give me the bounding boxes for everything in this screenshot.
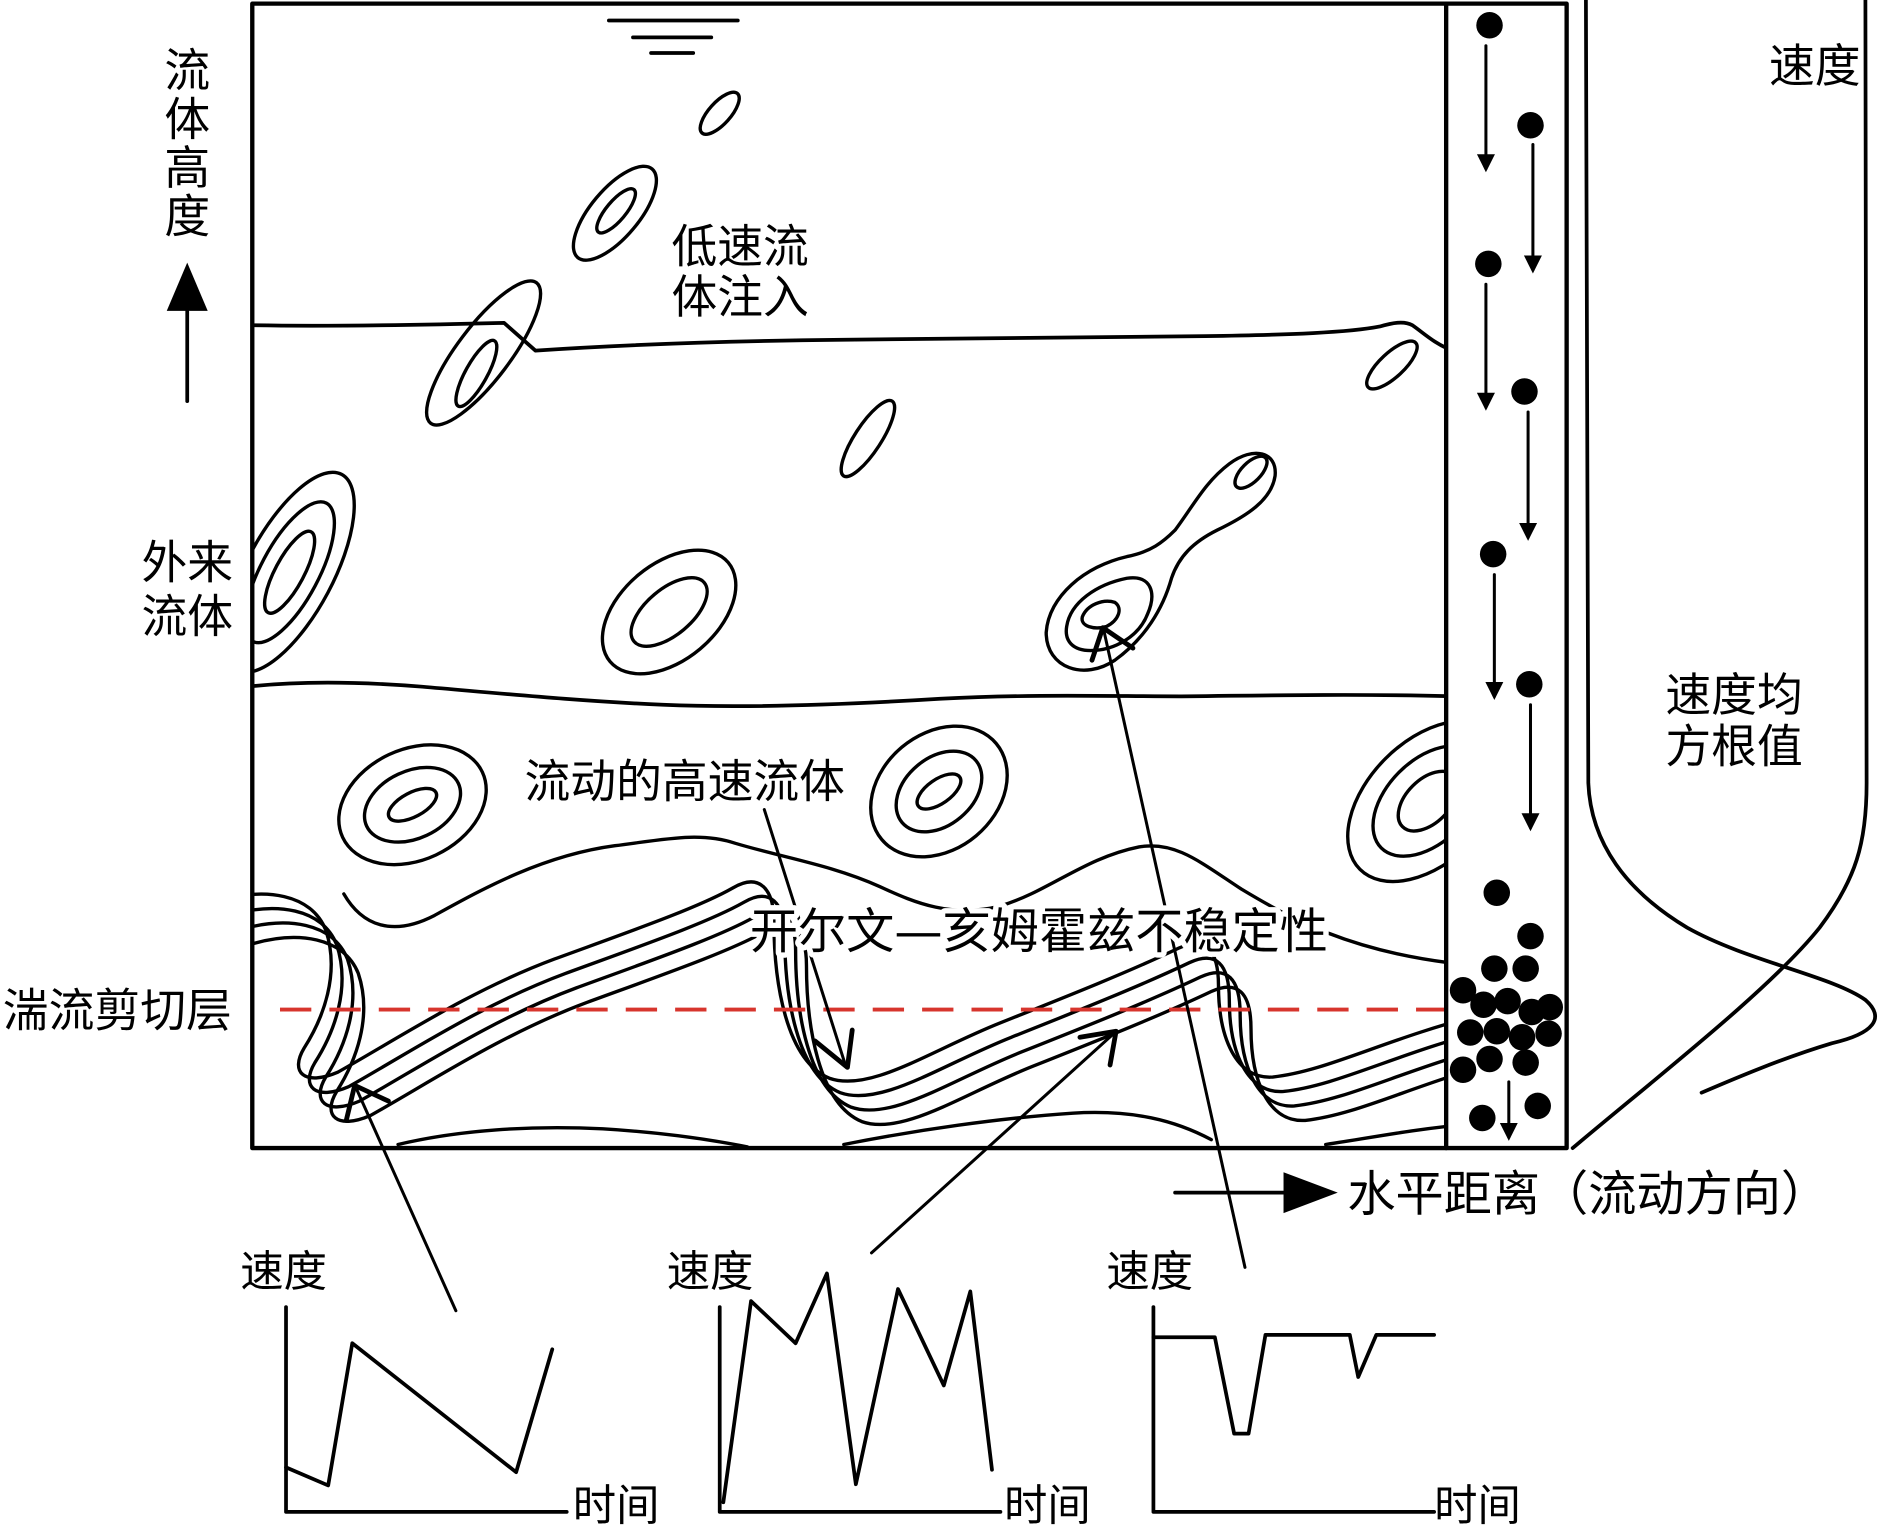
velocity-profile-curve bbox=[1570, 0, 1869, 1150]
time-series-trace bbox=[1151, 1332, 1436, 1436]
eddy-contour-inner bbox=[454, 338, 499, 409]
time-series-y-label: 速度 bbox=[240, 1248, 327, 1298]
eddy-contour bbox=[424, 279, 543, 427]
rms-velocity-profile-curve bbox=[1584, 0, 1877, 1095]
kh-wave-layers bbox=[252, 835, 1447, 1149]
low-speed-injection-label-line1: 低速流 bbox=[672, 221, 809, 274]
flow-field bbox=[252, 18, 1447, 1149]
leader-line-upper-eddy bbox=[1089, 625, 1247, 1269]
kh-instability-label: 开尔文—亥姆霍兹不稳定性 bbox=[750, 904, 1328, 960]
bottom-flow-line bbox=[1324, 1124, 1447, 1147]
high-speed-eddy-left bbox=[337, 743, 488, 867]
falling-particle bbox=[1476, 12, 1503, 173]
time-series-axes bbox=[1151, 1305, 1436, 1514]
eddy-contour bbox=[698, 90, 741, 136]
eddy-contour-inner bbox=[595, 187, 638, 235]
bottom-flow-line bbox=[842, 1110, 1213, 1147]
time-series-trace bbox=[284, 1341, 555, 1488]
water-level-icon bbox=[607, 18, 740, 55]
falling-particle bbox=[1516, 671, 1543, 832]
eddy-contour bbox=[839, 398, 897, 479]
time-series-y-label: 速度 bbox=[1106, 1248, 1193, 1298]
lower-layer-boundary bbox=[252, 680, 1447, 709]
falling-particle bbox=[1511, 378, 1538, 541]
time-series-x-label: 时间 bbox=[1434, 1481, 1521, 1530]
eddy-contour bbox=[1365, 339, 1419, 391]
bottom-flow-line bbox=[396, 1125, 750, 1149]
leader-line-middle-crest bbox=[870, 1028, 1119, 1255]
arrow-up-icon bbox=[166, 262, 208, 404]
time-series-right: 速度 时间 bbox=[1106, 1248, 1520, 1530]
turbulent-shear-layer-label: 湍流剪切层 bbox=[3, 984, 232, 1037]
rms-velocity-label-line2: 方根值 bbox=[1665, 721, 1802, 774]
external-fluid-label-line1: 外来 bbox=[141, 536, 233, 589]
time-series-middle: 速度 时间 bbox=[667, 1248, 1091, 1530]
time-series-x-label: 时间 bbox=[573, 1481, 660, 1530]
high-speed-flow-label: 流动的高速流体 bbox=[525, 756, 845, 809]
leader-line-high-speed-flow bbox=[762, 808, 855, 1070]
leader-line-left-curl bbox=[343, 1083, 458, 1313]
upper-layer-boundary bbox=[252, 320, 1447, 353]
particle-cluster bbox=[1449, 879, 1564, 1141]
falling-particle bbox=[1517, 112, 1544, 274]
falling-particle bbox=[1479, 540, 1507, 700]
kh-wave-envelope bbox=[342, 835, 1447, 964]
low-speed-injection-label-line2: 体注入 bbox=[672, 271, 809, 324]
time-series-axes bbox=[284, 1305, 569, 1514]
main-panel-frame bbox=[250, 1, 1569, 1151]
time-series-trace bbox=[721, 1271, 994, 1505]
horizontal-distance-axis-label: 水平距离（流动方向） bbox=[1347, 1167, 1829, 1223]
high-speed-eddy-right bbox=[1346, 719, 1447, 884]
falling-particle bbox=[1475, 250, 1502, 411]
time-series-y-label: 速度 bbox=[667, 1248, 754, 1298]
rms-velocity-label-line1: 速度均 bbox=[1665, 669, 1802, 722]
velocity-profile-label: 速度 bbox=[1769, 40, 1861, 93]
stretched-eddy bbox=[1044, 451, 1277, 672]
time-series-left: 速度 时间 bbox=[240, 1248, 659, 1530]
high-speed-eddy-center bbox=[869, 724, 1009, 859]
time-series-axes bbox=[717, 1305, 1003, 1514]
fluid-height-axis-label: 流体高度 bbox=[164, 45, 210, 244]
central-eddy bbox=[600, 548, 738, 676]
particle-column bbox=[1449, 12, 1564, 1141]
external-fluid-label-line2: 流体 bbox=[141, 590, 233, 643]
eddy-contour bbox=[571, 164, 659, 262]
arrow-right-icon bbox=[1173, 1172, 1338, 1214]
time-series-x-label: 时间 bbox=[1004, 1481, 1091, 1530]
